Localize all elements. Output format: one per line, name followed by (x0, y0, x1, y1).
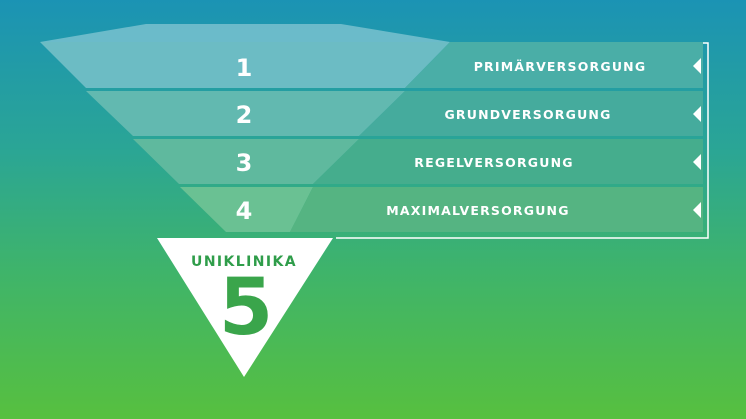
funnel-band-2 (86, 91, 405, 136)
label-bar-3 (313, 139, 703, 184)
level-number-1: 1 (236, 54, 253, 82)
funnel-top-cap (40, 24, 450, 42)
arrow-icon-4 (693, 202, 701, 218)
arrow-icon-1 (693, 58, 701, 74)
level-label-2: GRUNDVERSORGUNG (444, 107, 611, 122)
funnel-band-3 (133, 139, 359, 184)
funnel-band-4-tier (180, 187, 313, 232)
funnel-tip (157, 238, 333, 377)
bracket-line (336, 42, 709, 239)
level-number-3: 3 (236, 149, 253, 177)
arrow-icon-2 (693, 106, 701, 122)
tip-number: 5 (219, 263, 273, 353)
level-number-2: 2 (236, 101, 253, 129)
level-number-4: 4 (236, 197, 253, 225)
level-label-4: MAXIMALVERSORGUNG (386, 203, 569, 218)
label-bar-2 (359, 91, 703, 136)
label-bar-1 (405, 42, 703, 88)
level-label-3: REGELVERSORGUNG (414, 155, 573, 170)
arrow-icon-3 (693, 154, 701, 170)
tip-label: UNIKLINIKA (191, 254, 297, 270)
funnel-band-1 (40, 42, 450, 88)
level-label-1: PRIMÄRVERSORGUNG (474, 59, 647, 74)
label-bar-4 (290, 187, 703, 232)
